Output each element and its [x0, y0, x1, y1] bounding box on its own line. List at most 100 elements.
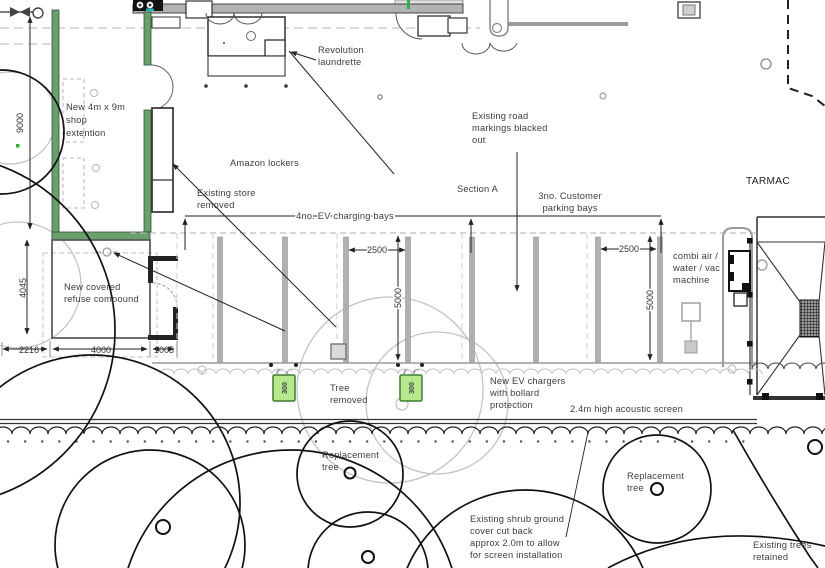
utility-box-inner: [682, 4, 696, 16]
existing-store-structure: [151, 107, 174, 213]
trees: [0, 69, 825, 568]
leader-laundrette: [290, 51, 317, 61]
label-refuse-compound: New covered: [64, 282, 120, 292]
label-revolution-laundrette: Revolution: [318, 45, 364, 55]
shrub-line-main: [0, 426, 825, 435]
parking-bays: [130, 232, 757, 367]
label-ev-charging-bays: 4no. EV charging bays: [296, 211, 394, 221]
shrub-line-existing: [159, 368, 763, 375]
label-new-ev-chargers: with bollard: [489, 388, 539, 398]
dim-9000: 9000: [15, 113, 25, 133]
label-replacement-tree-1: tree: [322, 462, 339, 472]
top-buildings: [132, 0, 518, 100]
survey-point: [16, 144, 20, 148]
label-combi-machine: combi air /: [673, 251, 718, 261]
label-trees-retained: Existing trees: [753, 540, 812, 550]
island-outline: [722, 227, 753, 367]
canopy-braces: [756, 241, 825, 396]
label-revolution-laundrette: laundrette: [318, 57, 361, 67]
label-customer-bays: parking bays: [542, 203, 597, 213]
interior-markers: [90, 89, 100, 209]
compound-wall-bottom: [148, 307, 178, 340]
new-wall: [143, 109, 152, 233]
dim-5000-cust: 5000: [645, 290, 655, 310]
bay-boundary-verticals: [176, 233, 663, 363]
label-acoustic-screen: 2.4m high acoustic screen: [570, 404, 683, 414]
dim-4000: 4000: [91, 345, 111, 355]
valve-icon: [0, 7, 44, 19]
tree-canopy-arc: [607, 535, 825, 568]
leader-long-diagonal: [288, 50, 395, 175]
dim-5000-ev: 5000: [393, 288, 403, 308]
combi-area: [681, 227, 768, 395]
new-wall: [51, 9, 60, 241]
label-amazon-lockers: Amazon lockers: [230, 158, 299, 168]
label-refuse-compound: refuse compound: [64, 294, 139, 304]
tree-canopy-arc: [732, 429, 819, 568]
interior-racking: [62, 78, 85, 209]
building-wall-band: [132, 3, 464, 14]
canopy-base: [753, 396, 825, 400]
label-new-ev-chargers: protection: [490, 400, 533, 410]
label-replacement-tree-1: Replacement: [322, 450, 379, 460]
column-base-circle: [491, 22, 503, 34]
canopy-structure: [753, 216, 825, 400]
leader-shrub-note: [565, 431, 589, 538]
barrier-posts: [747, 238, 753, 385]
bay-divider-bars: [217, 236, 663, 363]
tree-canopy: [54, 449, 246, 568]
label-shop-extension: New 4m x 9m: [66, 102, 125, 112]
green-marker: [407, 0, 410, 9]
label-new-ev-chargers: New EV chargers: [490, 376, 565, 386]
gray-trees-removed: [0, 71, 737, 484]
wall-dots: [204, 84, 383, 100]
sign-post: [681, 302, 701, 354]
locker-unit: [330, 343, 347, 360]
compound-wall-top: [148, 256, 178, 283]
washing-machine-icons: [133, 0, 163, 11]
ev-charger-1: 300: [272, 369, 296, 402]
compound-marker: [102, 247, 112, 257]
labels: Revolution laundrette New 4m x 9m shop e…: [15, 45, 812, 562]
dim-2216: 2216: [19, 345, 39, 355]
label-tarmac: TARMAC: [746, 176, 790, 187]
small-marker: [599, 92, 607, 100]
store-structure: [185, 0, 213, 19]
boundary-lines: [0, 0, 825, 148]
label-combi-machine: water / vac: [672, 263, 720, 273]
label-tree-removed: removed: [330, 395, 368, 405]
combi-machine-icon: [728, 250, 751, 307]
canopy-column-hatched: [799, 299, 820, 338]
charger-clearance-label: 300: [282, 382, 289, 394]
compound-walls: [51, 239, 151, 339]
door-swing-arcs: [150, 64, 174, 111]
label-shop-extension: extention: [66, 128, 106, 138]
laundrette-building: [207, 16, 286, 77]
label-trees-retained: retained: [753, 552, 788, 562]
tree-canopy: [0, 69, 65, 195]
shrub-line-topright: [751, 362, 825, 370]
tree-canopy: [307, 511, 429, 568]
ev-charger-2: 300: [399, 369, 423, 402]
acoustic-screen-lines: [0, 418, 757, 425]
manhole-icon: [760, 58, 772, 70]
label-replacement-tree-2: Replacement: [627, 471, 684, 481]
entrance-door-arcs: [205, 12, 518, 55]
label-shrub-cut-back: for screen installation: [470, 550, 562, 560]
bollards: [269, 363, 424, 367]
store-structure: [417, 15, 451, 37]
store-structure: [151, 16, 181, 29]
label-existing-store-removed: Existing store: [197, 188, 256, 198]
label-road-markings: out: [472, 135, 486, 145]
tree-trunks: [155, 439, 823, 564]
dimension-lines: [1, 16, 664, 361]
dim-1005: 1005: [154, 345, 174, 355]
shop-extension: [51, 9, 174, 241]
label-customer-bays: 3no. Customer: [538, 191, 602, 201]
store-structure: [447, 17, 468, 34]
label-road-markings: markings blacked: [472, 123, 548, 133]
column-base: [489, 0, 509, 37]
label-existing-store-removed: removed: [197, 200, 235, 210]
replacement-tree-canopy: [296, 420, 404, 528]
